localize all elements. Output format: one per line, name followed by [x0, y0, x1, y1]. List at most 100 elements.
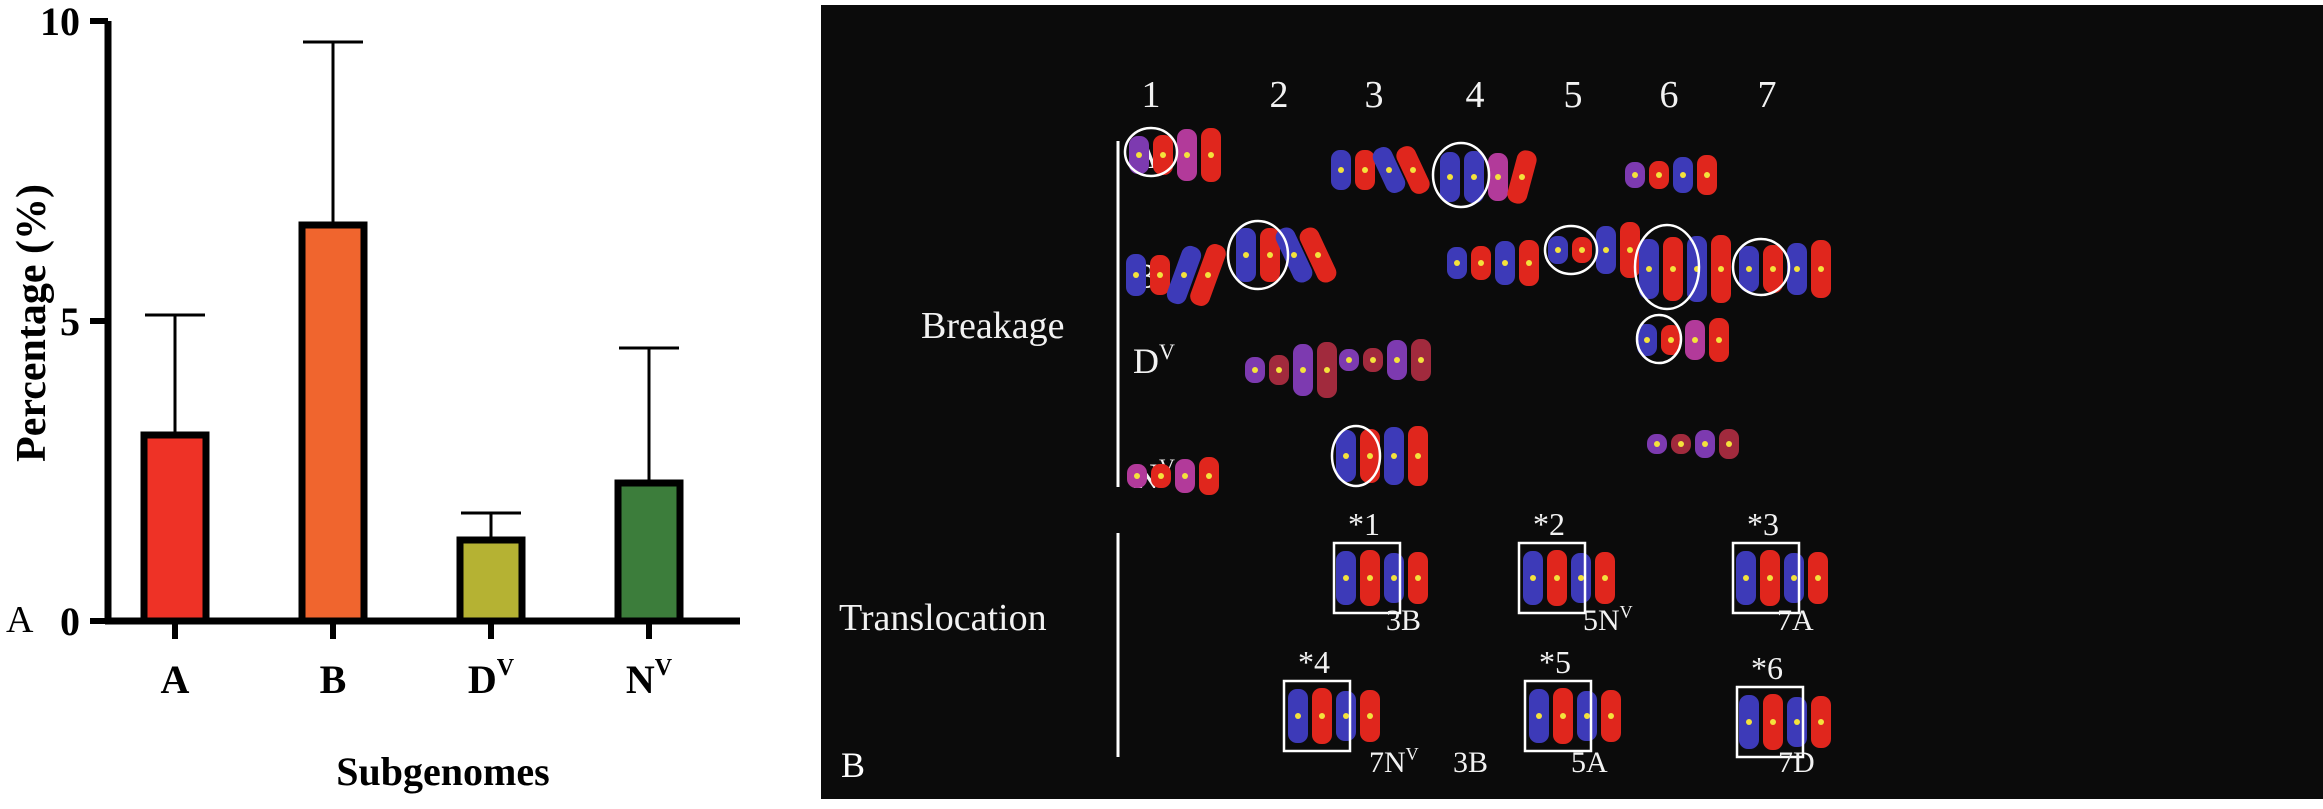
highlight-box — [1731, 541, 1801, 615]
chromosome — [1548, 236, 1568, 264]
highlight-circle — [1543, 224, 1599, 276]
translocation-label: Translocation — [839, 597, 1047, 639]
highlight-circle — [1731, 237, 1791, 297]
highlight-circle — [1330, 424, 1382, 488]
chromosome — [1739, 246, 1759, 292]
column-header-1: 1 — [1142, 74, 1161, 116]
chromosome — [1663, 237, 1683, 301]
translocation-label: 3B — [1386, 604, 1421, 637]
chromosome — [1312, 688, 1332, 744]
chromosome — [1671, 434, 1691, 454]
chromosome — [1387, 340, 1407, 380]
x-tick-label: DV — [468, 655, 515, 702]
highlight-circle — [1633, 223, 1701, 311]
chromosome — [1709, 318, 1729, 362]
chromosome — [1601, 690, 1621, 742]
translocation-mark: *4 — [1298, 644, 1330, 680]
x-tick-label: A — [161, 657, 190, 702]
chromosome — [1637, 324, 1657, 356]
chromosome — [1760, 550, 1780, 606]
chromosome — [1288, 689, 1308, 743]
highlight-circle — [1431, 141, 1491, 209]
chromosome — [1553, 688, 1573, 744]
chromosome — [1408, 426, 1428, 486]
chromosome — [1317, 342, 1337, 398]
chromosome — [1711, 235, 1731, 303]
translocation-mark: *3 — [1747, 506, 1779, 542]
chromosome — [1175, 459, 1195, 493]
chromosome — [1245, 357, 1265, 383]
bar-A — [140, 431, 210, 625]
chromosome — [1384, 427, 1404, 485]
panel-label-a: A — [6, 599, 34, 641]
translocation-label: 5NV — [1583, 602, 1633, 637]
column-header-2: 2 — [1270, 74, 1289, 116]
bar-B — [298, 221, 368, 625]
highlight-box — [1523, 679, 1593, 753]
chromosome — [1260, 228, 1280, 282]
chromosome — [1129, 136, 1149, 174]
chromosome — [1784, 553, 1804, 603]
translocation-label: 7D — [1778, 746, 1815, 779]
chromosome — [1571, 553, 1591, 603]
chromosome — [1625, 162, 1645, 188]
chromosome — [1736, 551, 1756, 605]
translocation-group-6: *6 7D — [1735, 650, 1815, 779]
row-label-D: DV — [1133, 339, 1175, 381]
column-header-3: 3 — [1365, 74, 1384, 116]
y-tick-label: 5 — [60, 299, 80, 344]
chromosome — [1177, 129, 1197, 181]
translocation-label: 5A — [1571, 746, 1608, 779]
x-tick-label: NV — [626, 655, 673, 702]
translocation-mark: *5 — [1539, 644, 1571, 680]
chromosome — [1126, 254, 1146, 296]
chromosome — [1190, 244, 1226, 306]
column-header-6: 6 — [1660, 74, 1679, 116]
chromosome — [1572, 237, 1592, 263]
translocation-label: 7NV — [1369, 744, 1419, 779]
chromosome — [1411, 339, 1431, 381]
chromosome — [1360, 690, 1380, 742]
chromosome — [1687, 236, 1707, 302]
chromosome — [1647, 434, 1667, 454]
translocation-group-4: *4 7NV 3B — [1282, 644, 1488, 779]
highlight-box — [1735, 685, 1805, 759]
chromosome — [1360, 429, 1380, 483]
chromosome — [1201, 128, 1221, 182]
chromosome — [1519, 240, 1539, 286]
y-axis-label: Percentage (%) — [9, 184, 55, 462]
chromosome — [1339, 349, 1359, 371]
chromosome — [1488, 153, 1508, 201]
translocation-mark: *2 — [1533, 506, 1565, 542]
y-tick-label: 10 — [40, 0, 80, 44]
chromosome — [1529, 689, 1549, 743]
translocation-mark: *1 — [1348, 506, 1380, 542]
translocation-mark: *6 — [1751, 650, 1783, 686]
chromosome — [1331, 150, 1351, 190]
chromosome — [1336, 430, 1356, 482]
chromosome — [1199, 457, 1219, 495]
chromosome — [1372, 146, 1406, 194]
chromosome — [1363, 348, 1383, 372]
chromosome — [1299, 227, 1337, 283]
chromosome — [1336, 551, 1356, 605]
chromosome — [1150, 255, 1170, 295]
highlight-circle — [1635, 313, 1683, 365]
translocation-label: 7A — [1777, 604, 1814, 637]
chromosome — [1596, 226, 1616, 274]
chromosome — [1447, 247, 1467, 279]
highlight-box — [1332, 541, 1402, 615]
translocation-group-1: *1 3B — [1332, 506, 1421, 637]
chromosome — [1595, 552, 1615, 604]
chromosome — [1697, 155, 1717, 195]
x-tick-label: B — [320, 657, 347, 702]
chromosome — [1523, 551, 1543, 605]
chromosome — [1396, 146, 1430, 194]
chromosome — [1763, 245, 1783, 293]
bar-DV — [456, 536, 526, 625]
y-tick-label: 0 — [60, 599, 80, 644]
translocation-label-2: 3B — [1453, 746, 1488, 779]
chromosome — [1269, 355, 1289, 385]
